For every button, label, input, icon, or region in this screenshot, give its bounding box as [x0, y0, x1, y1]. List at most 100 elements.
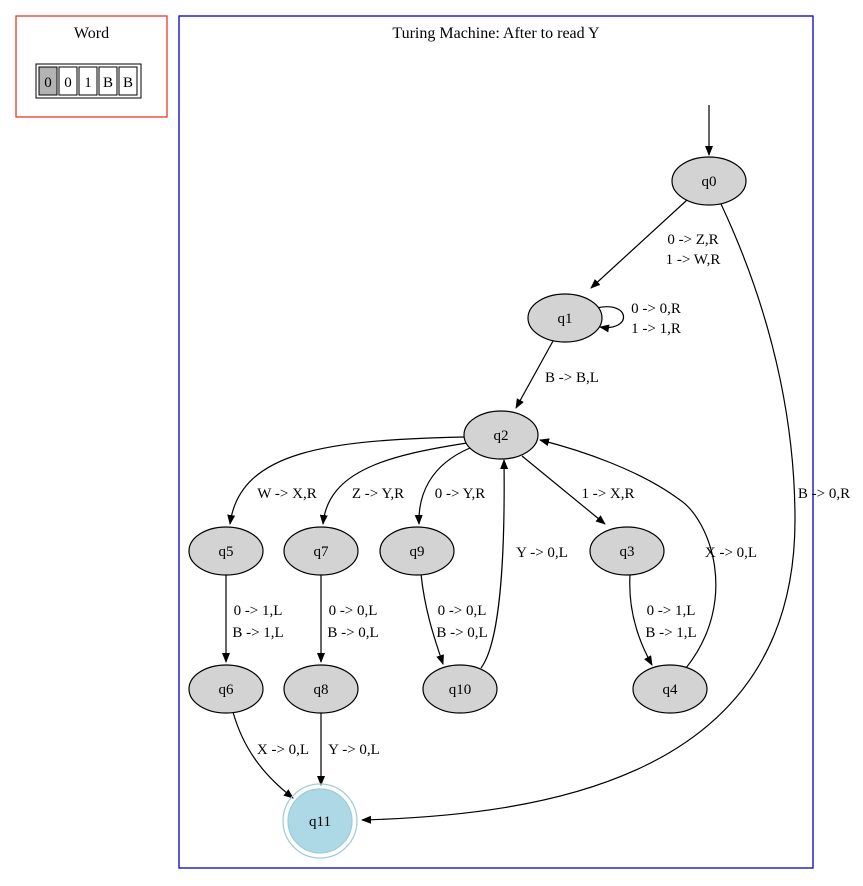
state-label: q1	[558, 311, 573, 327]
state-label: q11	[309, 814, 331, 830]
edge-label: 0 -> 0,L	[438, 603, 487, 619]
tape-cell-box	[98, 66, 118, 96]
tape-cell: B	[98, 66, 118, 96]
edge-label: Y -> 0,L	[516, 545, 568, 561]
edge-line	[319, 442, 468, 525]
state-q2: q2	[463, 410, 539, 460]
state-label: q4	[663, 682, 679, 698]
state-label: q3	[620, 544, 635, 560]
edge-q0-q11: B -> 0,R	[361, 203, 850, 824]
tape-cell-box	[58, 66, 78, 96]
tape-symbol: 1	[84, 75, 92, 91]
edge-q2-q7: Z -> Y,R	[319, 442, 468, 525]
word-panel-title: Word	[74, 25, 109, 42]
edge-q5-q6: 0 -> 1,L B -> 1,L	[222, 575, 284, 663]
tape-cell: 1	[78, 66, 98, 96]
edge-label: 0 -> Z,R	[667, 232, 718, 248]
state-q4: q4	[632, 664, 708, 714]
state-q8: q8	[283, 664, 359, 714]
edge-label: 0 -> Y,R	[435, 486, 486, 502]
edge-q0-q1: 0 -> Z,R1 -> W,R	[590, 199, 720, 289]
edge-q1-q1: 0 -> 0,R 1 -> 1,R	[595, 301, 681, 337]
state-ellipse	[527, 293, 603, 343]
edge-label: Z -> Y,R	[352, 486, 404, 502]
machine-panel-title: Turing Machine: After to read Y	[392, 25, 600, 42]
edge-q2-q9: 0 -> Y,R	[414, 447, 486, 525]
edge-label: 0 -> 1,L	[234, 603, 283, 619]
edge-q4-q2: X -> 0,L	[539, 438, 757, 669]
tape-cell: B	[118, 66, 138, 96]
edge-line	[539, 438, 717, 669]
edge-line	[361, 203, 796, 824]
state-q5: q5	[188, 526, 264, 576]
edge-line	[232, 711, 294, 799]
state-ellipse	[188, 664, 264, 714]
state-q1: q1	[527, 293, 603, 343]
state-label: q10	[449, 682, 472, 698]
edge-label: B -> B,L	[545, 370, 599, 386]
edge-q3-q4: 0 -> 1,LB -> 1,L	[629, 574, 697, 666]
state-label: q0	[702, 174, 717, 190]
state-ellipse	[188, 526, 264, 576]
tape-cell: 0	[58, 66, 78, 96]
state-ellipse	[463, 410, 539, 460]
state-ellipse	[283, 664, 359, 714]
state-label: q7	[314, 544, 330, 560]
edge-line	[414, 447, 471, 525]
state-label: q8	[314, 682, 329, 698]
edge-label: X -> 0,L	[705, 545, 757, 561]
edge-line	[629, 574, 653, 666]
edge-q10-q2: Y -> 0,L	[480, 459, 568, 669]
edge-line	[595, 306, 625, 333]
edge-label: B -> 0,R	[798, 486, 850, 502]
tape-cell-box	[78, 66, 98, 96]
transition-edges: 0 -> Z,R1 -> W,R B -> 0,R 0 -> 0,R 1 -> 1,R…	[222, 105, 850, 824]
final-state-circle	[287, 788, 353, 854]
edge-label: 1 -> 1,R	[631, 321, 681, 337]
edge-label: B -> 0,L	[327, 625, 378, 641]
edge-label: X -> 0,L	[257, 742, 309, 758]
edge-label: B -> 0,L	[436, 625, 487, 641]
state-q10: q10	[422, 664, 498, 714]
state-label: q2	[494, 428, 509, 444]
state-label: q5	[219, 544, 234, 560]
state-ellipse	[671, 156, 747, 206]
tape-symbol: B	[123, 75, 133, 91]
edge-label: 0 -> 0,L	[329, 603, 378, 619]
state-ellipse	[632, 664, 708, 714]
state-ellipse	[379, 526, 455, 576]
tape-symbol: 0	[44, 75, 52, 91]
machine-panel-frame	[178, 15, 814, 869]
tape-outer-border	[35, 63, 142, 99]
edge-label: B -> 1,L	[232, 625, 283, 641]
tape-symbol: 0	[64, 75, 72, 91]
word-panel-frame	[15, 15, 168, 118]
edge-label: Y -> 0,L	[328, 742, 380, 758]
state-q6: q6	[188, 664, 264, 714]
state-ellipse	[589, 526, 665, 576]
edge-line	[515, 340, 554, 409]
edge-line	[480, 459, 509, 669]
tape-symbol: B	[103, 75, 113, 91]
edge-q6-q11: X -> 0,L	[232, 711, 309, 799]
edge-q7-q8: 0 -> 0,L B -> 0,L	[317, 575, 379, 663]
state-label: q6	[219, 682, 235, 698]
edge-label: 0 -> 0,R	[631, 301, 681, 317]
edge-label: 0 -> 1,L	[647, 603, 696, 619]
tape-cell-box	[118, 66, 138, 96]
state-q11: q11	[282, 783, 358, 859]
tape-cell-head	[38, 66, 58, 96]
state-ellipse	[422, 664, 498, 714]
edge-line	[420, 573, 444, 665]
edge-line	[590, 199, 688, 289]
state-q7: q7	[283, 526, 359, 576]
edge-q1-q2: B -> B,L	[515, 340, 599, 409]
edge-line	[227, 436, 466, 525]
tape-cell: 0	[38, 66, 58, 96]
machine-panel: Turing Machine: After to read Y	[178, 15, 814, 869]
edge-q8-q11: Y -> 0,L	[317, 713, 380, 786]
